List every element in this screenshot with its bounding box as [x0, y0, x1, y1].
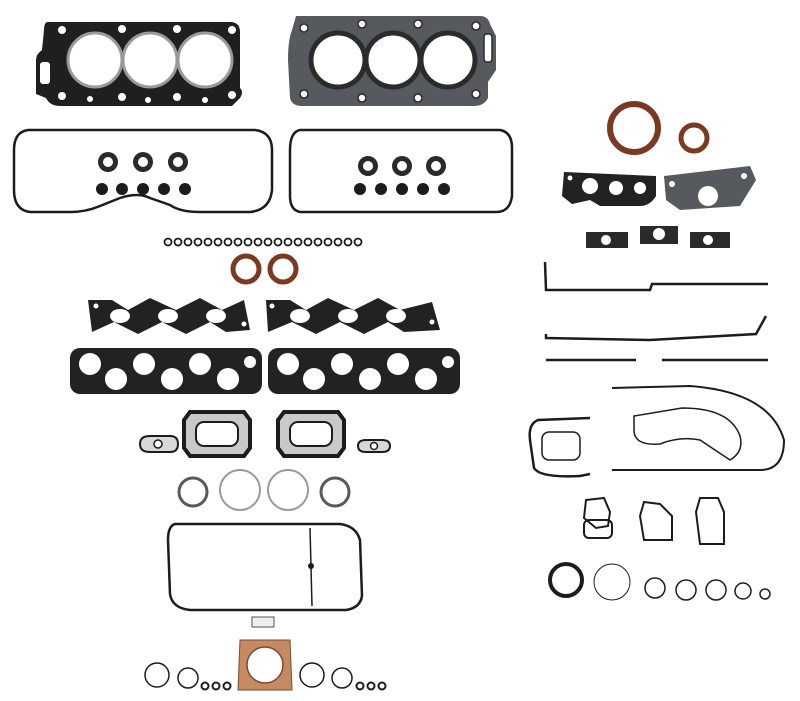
throttle-body-gasket: [237, 616, 293, 691]
intake-plenum-gasket-right: [266, 298, 440, 334]
head-gasket-right: [288, 16, 496, 106]
grommets-right: [354, 183, 450, 195]
grommets-left: [96, 183, 191, 195]
crank-seals: [607, 101, 710, 155]
egr-gasket-left: [138, 435, 180, 453]
oil-pump-gasket: [664, 166, 756, 210]
exhaust-donut-rings: [177, 469, 351, 511]
egr-gasket-right: [356, 439, 392, 453]
water-passage-gasket: [562, 172, 656, 206]
valve-cover-gasket-right: [288, 128, 514, 214]
intake-manifold-gasket-left: [70, 348, 262, 394]
cam-seals: [230, 253, 299, 285]
spark-plug-tube-seals-right: [358, 156, 446, 176]
exhaust-gasket-left: [182, 410, 252, 458]
exhaust-gasket-right: [276, 410, 346, 458]
head-gasket-left: [36, 22, 242, 106]
bottom-o-rings-right: [299, 662, 387, 691]
right-o-rings: [593, 563, 771, 601]
timing-cover-seals-long: [543, 261, 768, 362]
rear-main-seal: [548, 562, 584, 598]
water-outlet-gaskets: [586, 226, 730, 248]
timing-cover-gasket: [611, 384, 786, 471]
valve-cover-gasket-left: [12, 128, 274, 214]
timing-cover-gasket-left: [528, 416, 591, 478]
oil-pan-gasket: [166, 522, 364, 612]
small-o-ring-row: [163, 237, 363, 247]
vtc-oil-gaskets: [582, 496, 725, 545]
intake-plenum-gasket-left: [88, 298, 250, 334]
intake-manifold-gasket-right: [268, 348, 460, 394]
bottom-o-rings-left: [144, 662, 232, 691]
spark-plug-tube-seals-left: [98, 152, 188, 172]
